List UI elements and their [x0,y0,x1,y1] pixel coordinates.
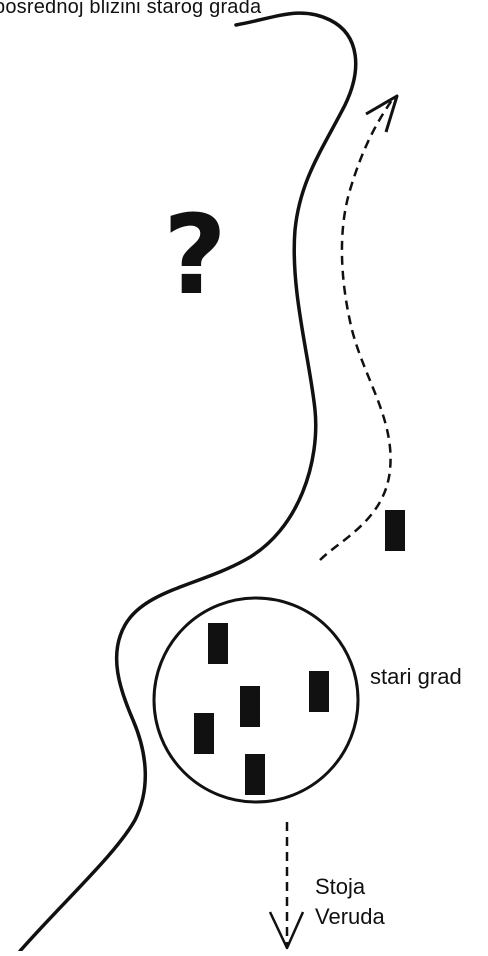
route-north-arrowhead [365,94,399,133]
destination-line-1: Stoja [315,874,366,899]
coastline [18,11,358,953]
building [240,686,260,727]
building [309,671,329,712]
building [245,754,265,795]
route-north-dashed [319,99,394,561]
building [385,510,405,551]
destination-label: Stoja Veruda [315,872,385,932]
old-town-circle [152,596,360,804]
top-caption: posrednoj blizini starog grada [0,0,262,18]
question-mark: ? [163,191,227,319]
building [208,623,228,664]
route-south-arrowhead [268,911,305,950]
building [194,713,214,754]
old-town-label: stari grad [370,664,462,689]
destination-line-2: Veruda [315,904,385,929]
